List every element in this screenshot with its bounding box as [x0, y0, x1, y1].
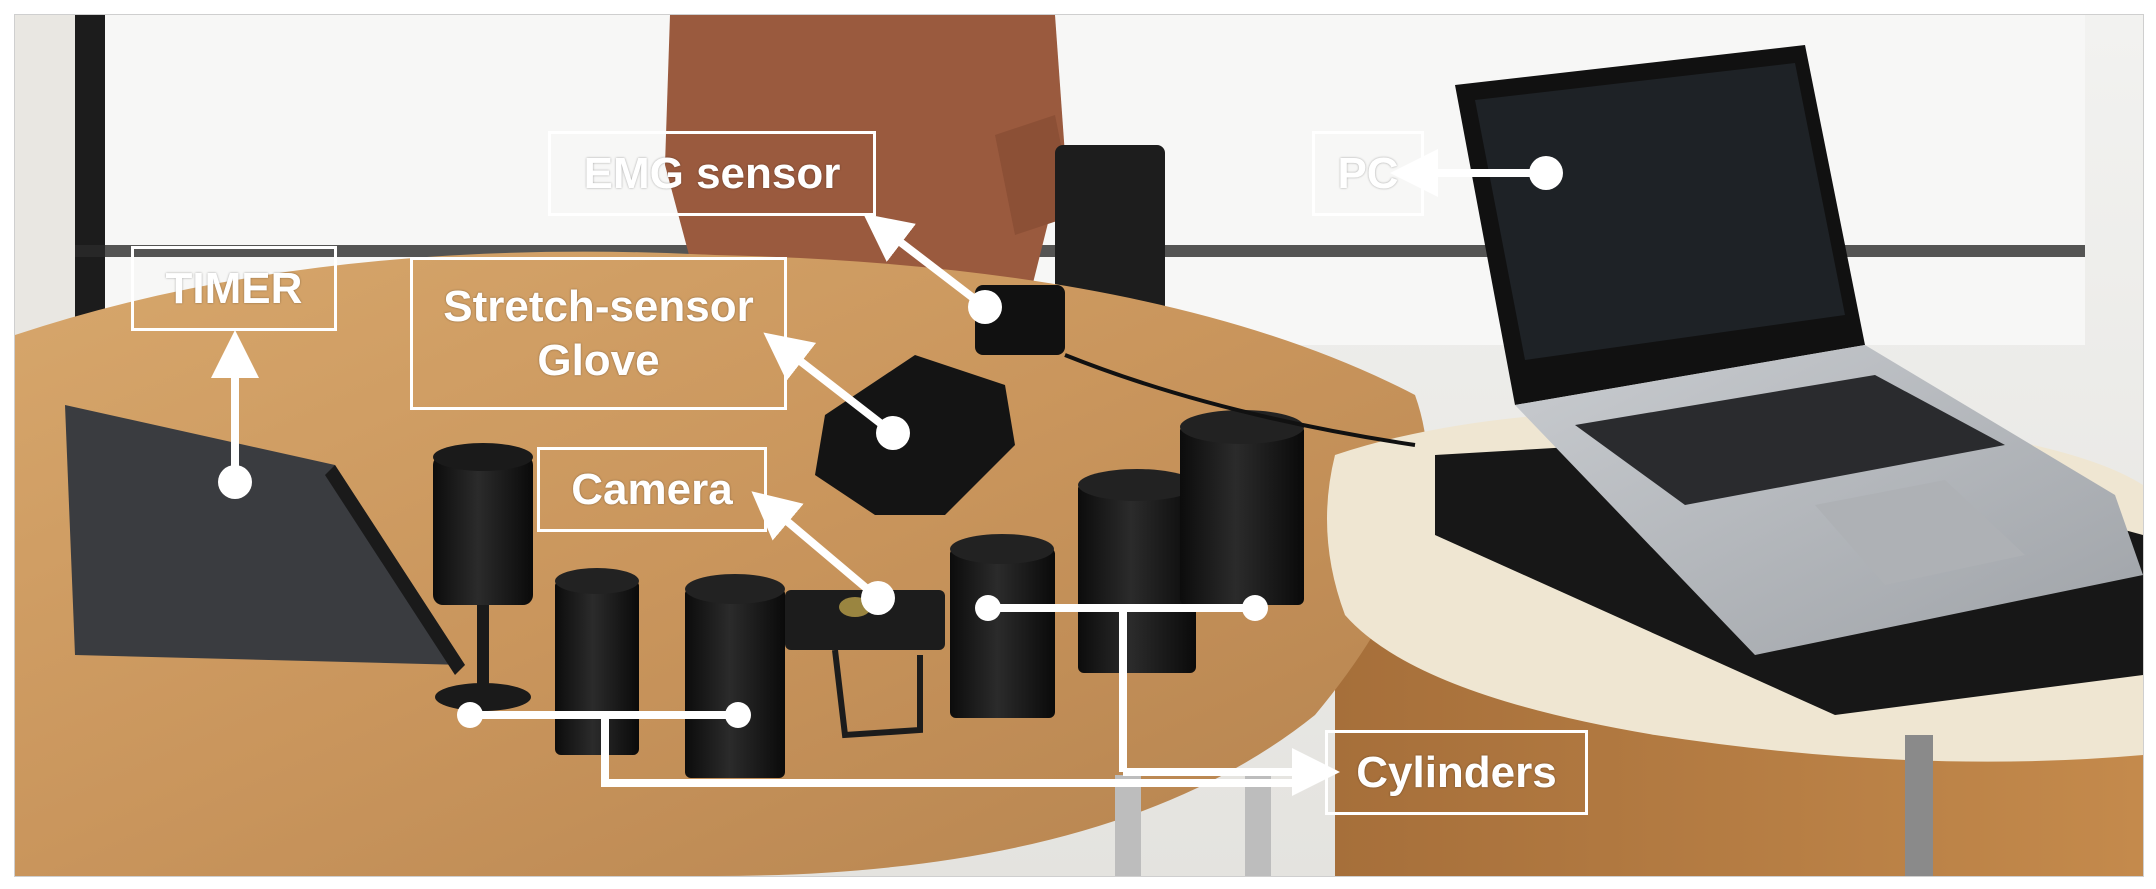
goblet-cup	[433, 455, 533, 605]
emg-arrow	[863, 213, 988, 311]
goblet-stem	[477, 605, 489, 695]
goblet-base	[435, 683, 531, 711]
cylinder-3	[950, 548, 1055, 718]
camera-arrow	[751, 491, 881, 602]
stretch-sensor-glove-label: Stretch-sensor Glove	[410, 257, 787, 410]
glove-dot	[876, 416, 910, 450]
glove-label-line1: Stretch-sensor	[443, 281, 754, 331]
timer-label: TIMER	[131, 246, 337, 331]
glove	[815, 355, 1015, 515]
person-torso	[665, 15, 1065, 315]
emg-sensor-label: EMG sensor	[548, 131, 876, 216]
goblet-cup-top	[433, 443, 533, 471]
camera-dot	[861, 581, 895, 615]
tablet	[65, 405, 465, 665]
laptop-screen-content	[1475, 63, 1845, 360]
cylinder-4	[1078, 483, 1196, 673]
cylinder-2	[685, 588, 785, 778]
timer-dot	[218, 465, 252, 499]
cylinder-connector-left-drop	[601, 715, 1300, 787]
cylinder-dot-3	[975, 595, 1001, 621]
cylinder-dot-1	[457, 702, 483, 728]
cylinder-3-top	[950, 534, 1054, 564]
camera-rig-legs	[832, 649, 923, 739]
cylinder-1-top	[555, 568, 639, 594]
cylinder-dot-4	[1242, 595, 1268, 621]
whiteboard-frame-left	[75, 15, 105, 345]
main-table	[15, 251, 1428, 876]
cylinder-2-top	[685, 574, 785, 604]
glove-label-line2: Glove	[537, 335, 660, 385]
side-table-leg	[1905, 735, 1933, 876]
camera-rig	[785, 590, 945, 650]
laptop-keyboard	[1575, 375, 2005, 505]
cylinders-label: Cylinders	[1325, 730, 1588, 815]
laptop-touchpad	[1815, 480, 2025, 585]
cylinder-4-top	[1078, 469, 1196, 501]
tablet-edge	[325, 465, 465, 675]
cylinder-5	[1180, 425, 1304, 605]
pc-label: PC	[1312, 131, 1424, 216]
table-leg-right	[1245, 775, 1271, 876]
emg-dot	[968, 290, 1002, 324]
pc-dot	[1529, 156, 1563, 190]
glove-arrow	[763, 332, 896, 437]
lab-setup-photo	[14, 14, 2144, 877]
sensor-cable	[1064, 353, 1416, 447]
camera-label: Camera	[537, 447, 767, 532]
table-leg-left	[1115, 775, 1141, 876]
chair-back	[1055, 145, 1165, 315]
cylinder-dot-2	[725, 702, 751, 728]
